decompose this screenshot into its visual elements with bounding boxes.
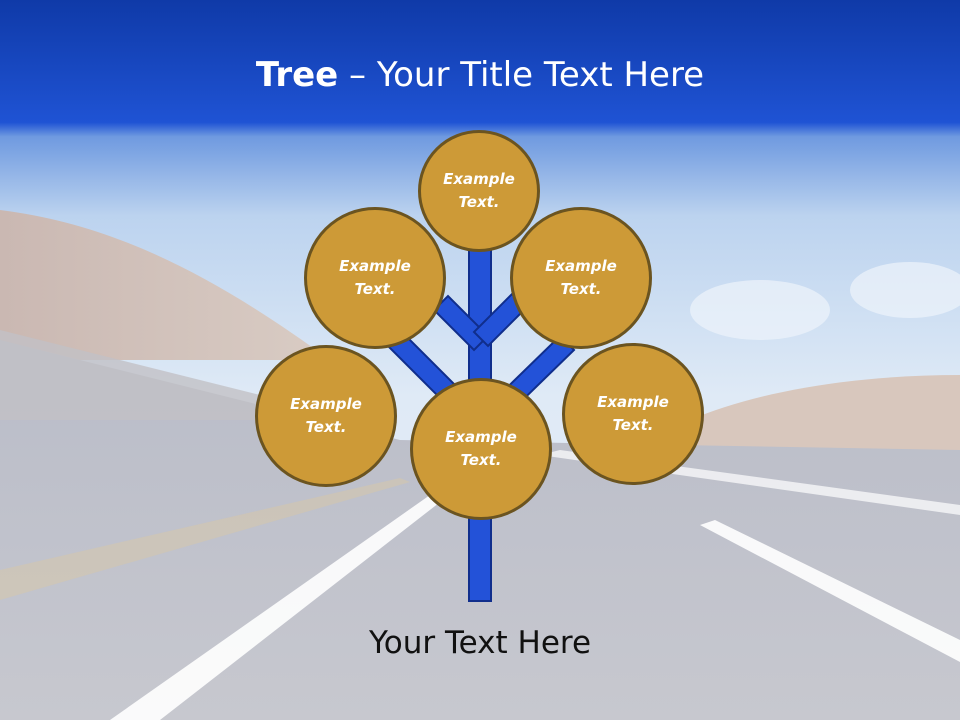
- tree-node-label: Example Text.: [443, 170, 515, 211]
- road-streak: [0, 478, 410, 600]
- title-rest: – Your Title Text Here: [338, 55, 705, 95]
- tree-node-center[interactable]: Example Text.: [410, 378, 552, 520]
- tree-node-label: Example Text.: [445, 428, 517, 469]
- lane-line-left: [110, 485, 462, 720]
- tree-node-label: Example Text.: [290, 395, 362, 436]
- tree-node-upper-left[interactable]: Example Text.: [304, 207, 446, 349]
- tree-node-label: Example Text.: [339, 257, 411, 298]
- tree-node-label: Example Text.: [545, 257, 617, 298]
- tree-node-lower-right[interactable]: Example Text.: [562, 343, 704, 485]
- cloud: [850, 262, 960, 318]
- tree-node-upper-right[interactable]: Example Text.: [510, 207, 652, 349]
- tree-node-top[interactable]: Example Text.: [418, 130, 540, 252]
- tree-node-label: Example Text.: [597, 393, 669, 434]
- cloud: [690, 280, 830, 340]
- tree-node-lower-left[interactable]: Example Text.: [255, 345, 397, 487]
- left-hill: [0, 210, 330, 360]
- caption-text: Your Text Here: [368, 625, 592, 661]
- slide-title: Tree – Your Title Text Here: [0, 52, 960, 98]
- right-hill: [690, 375, 960, 460]
- title-bold-word: Tree: [255, 55, 339, 95]
- lane-line-right: [700, 520, 960, 662]
